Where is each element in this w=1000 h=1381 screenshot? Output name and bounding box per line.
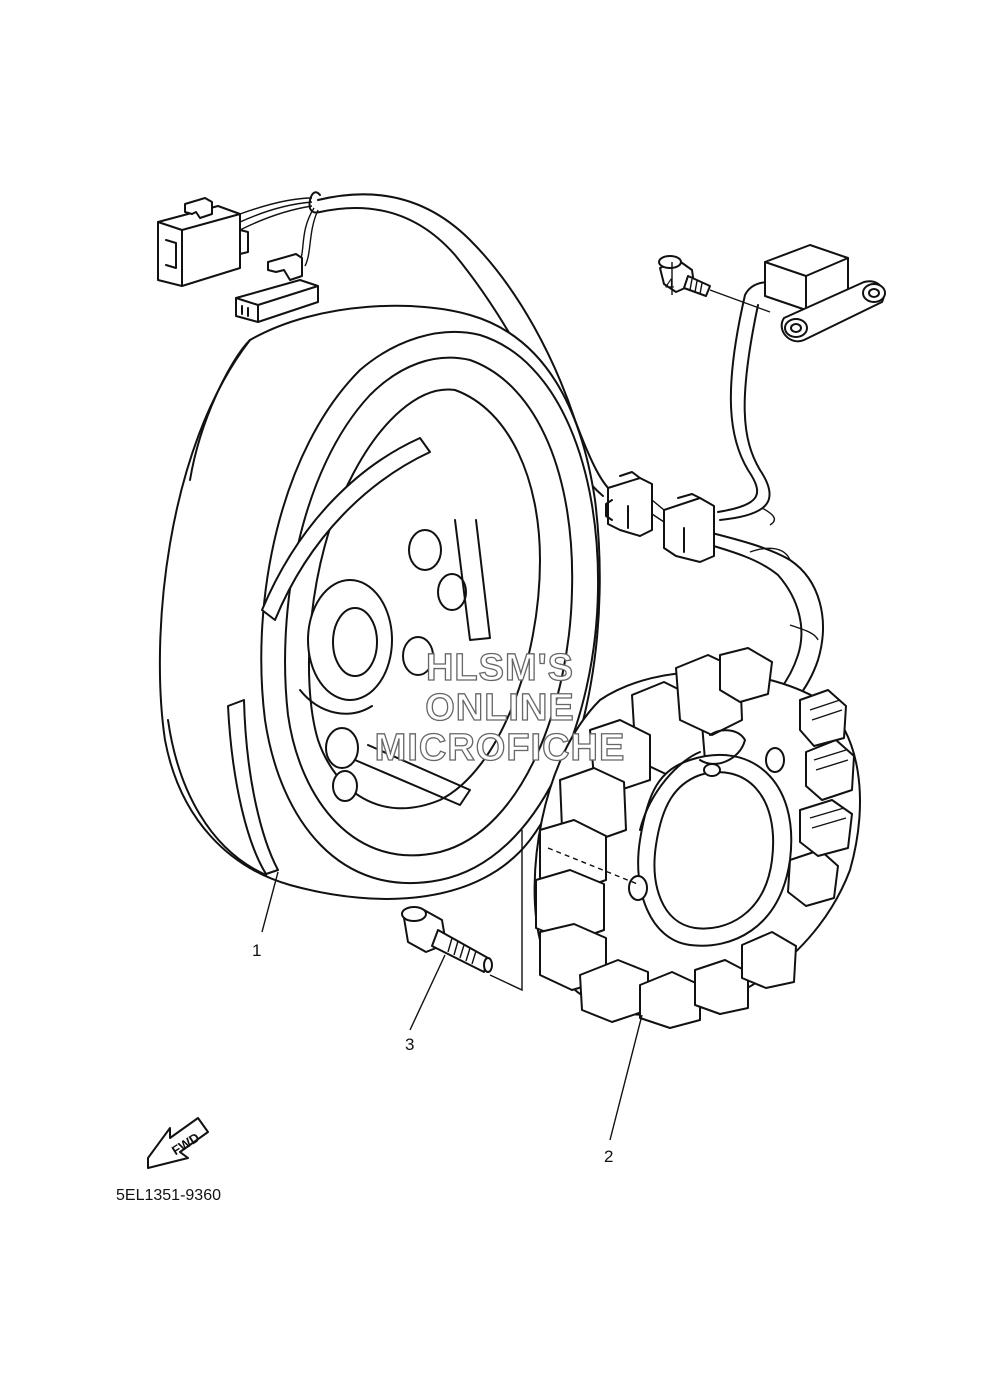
callout-2: 2 — [604, 1147, 613, 1166]
diagram-part-number: 5EL1351-9360 — [116, 1187, 221, 1204]
harness-connector-right — [651, 493, 715, 563]
rotor-flywheel — [158, 304, 601, 900]
watermark: HLSM'S ONLINE MICROFICHE — [374, 646, 626, 769]
harness-connector-left — [605, 471, 653, 537]
coupler-small — [235, 253, 319, 323]
watermark-line-2: ONLINE — [425, 687, 575, 729]
watermark-line-1: HLSM'S — [426, 647, 574, 689]
callout-4: 4 — [665, 275, 674, 294]
stator-bolt — [401, 830, 523, 992]
callout-3: 3 — [405, 1035, 414, 1054]
callout-1: 1 — [252, 941, 261, 960]
watermark-line-3: MICROFICHE — [375, 727, 626, 769]
coupler-large — [157, 197, 249, 287]
bolt-small — [658, 255, 771, 313]
leader-lines — [261, 262, 673, 1141]
fwd-arrow-icon: FWD — [147, 1117, 209, 1169]
pickup-coil-sensor — [764, 244, 886, 343]
stator-assembly — [533, 647, 861, 1029]
